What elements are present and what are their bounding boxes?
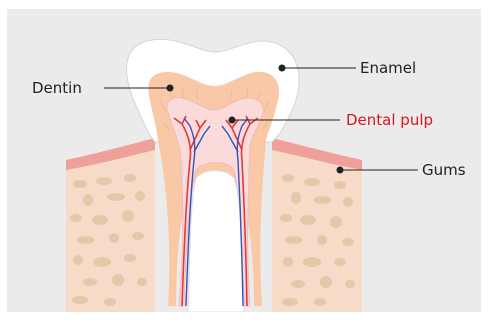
label-dental-pulp: Dental pulp: [346, 111, 433, 129]
label-gums: Gums: [422, 161, 466, 179]
label-enamel: Enamel: [360, 59, 416, 77]
label-dentin: Dentin: [32, 79, 82, 97]
